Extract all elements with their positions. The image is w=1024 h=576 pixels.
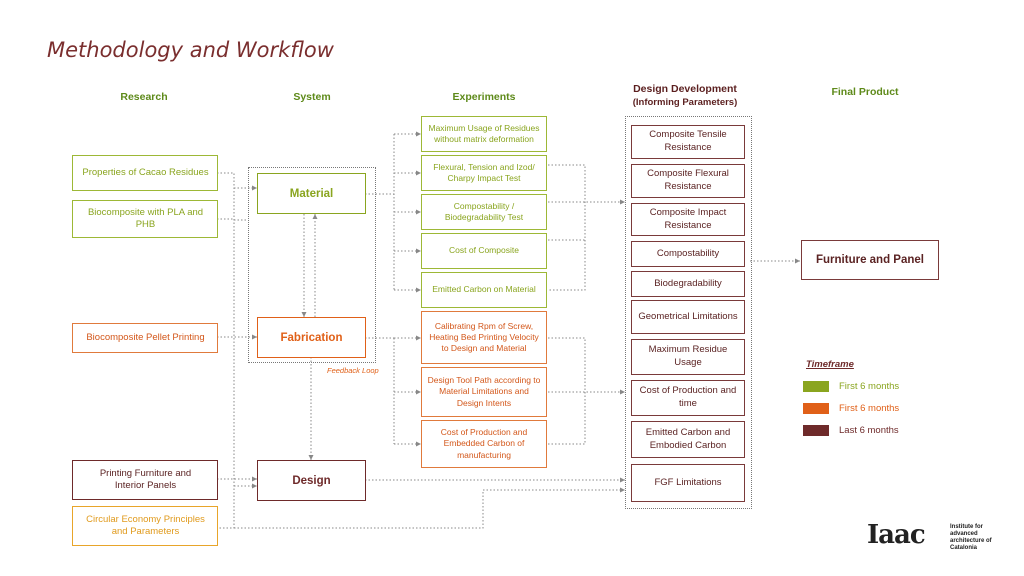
design-param-box: Composite Flexural Resistance: [631, 164, 745, 198]
design-param-box: Geometrical Limitations: [631, 300, 745, 334]
design-param-box: Compostability: [631, 241, 745, 267]
research-label: Circular Economy Principles and Paramete…: [86, 513, 205, 537]
research-item-biocomposite: Biocomposite with PLA and PHB: [72, 200, 218, 238]
experiment-box: Design Tool Path according to Material L…: [421, 367, 547, 417]
iaac-logo-mark: Iaac: [867, 520, 926, 550]
design-param-box: Composite Impact Resistance: [631, 203, 745, 236]
system-fabrication-box: Fabrication: [257, 317, 366, 358]
experiment-box: Cost of Composite: [421, 233, 547, 269]
design-param-box: Composite Tensile Resistance: [631, 125, 745, 159]
research-label: Biocomposite Pellet Printing: [86, 331, 205, 343]
legend-swatch-green: [803, 381, 829, 392]
column-header-research: Research: [120, 91, 168, 103]
research-label: Biocomposite with PLA and PHB: [87, 206, 204, 230]
column-header-system: System: [293, 91, 331, 103]
column-header-design-development: Design Development: [633, 83, 737, 95]
page-title: Methodology and Workflow: [47, 38, 334, 62]
system-material-box: Material: [257, 173, 366, 214]
column-header-design-subtitle: (Informing Parameters): [632, 97, 738, 108]
legend-label: First 6 months: [839, 381, 900, 392]
research-label: Printing Furniture and Interior Panels: [99, 467, 192, 491]
research-item-pellet-printing: Biocomposite Pellet Printing: [72, 323, 218, 353]
research-item-cacao: Properties of Cacao Residues: [72, 155, 218, 191]
iaac-logo-text: Institute for advanced architecture of C…: [950, 524, 992, 551]
experiment-box: Compostability / Biodegradability Test: [421, 194, 547, 230]
system-group-outline: [248, 167, 376, 363]
experiment-box: Maximum Usage of Residues without matrix…: [421, 116, 547, 152]
column-header-final-product: Final Product: [831, 86, 899, 98]
legend-swatch-maroon: [803, 425, 829, 436]
design-param-box: Cost of Production and time: [631, 380, 745, 416]
experiment-box: Emitted Carbon on Material: [421, 272, 547, 308]
experiment-box: Flexural, Tension and Izod/ Charpy Impac…: [421, 155, 547, 191]
design-param-box: Emitted Carbon and Embodied Carbon: [631, 421, 745, 458]
design-param-box: Biodegradability: [631, 271, 745, 297]
system-design-box: Design: [257, 460, 366, 501]
legend-swatch-orange: [803, 403, 829, 414]
legend-label: First 6 months: [839, 403, 900, 414]
experiment-box: Cost of Production and Embedded Carbon o…: [421, 420, 547, 468]
final-product-box: Furniture and Panel: [801, 240, 939, 280]
research-item-circular-economy: Circular Economy Principles and Paramete…: [72, 506, 218, 546]
design-param-box: FGF Limitations: [631, 464, 745, 502]
design-development-group-outline: [625, 116, 752, 509]
feedback-loop-label: Feedback Loop: [327, 366, 379, 375]
column-header-experiments: Experiments: [452, 91, 516, 103]
research-label: Properties of Cacao Residues: [82, 166, 209, 178]
experiment-box: Calibrating Rpm of Screw, Heating Bed Pr…: [421, 311, 547, 364]
legend-label: Last 6 months: [839, 425, 899, 436]
legend-title: Timeframe: [806, 359, 854, 370]
design-param-box: Maximum Residue Usage: [631, 339, 745, 375]
research-item-printing-furniture: Printing Furniture and Interior Panels: [72, 460, 218, 500]
